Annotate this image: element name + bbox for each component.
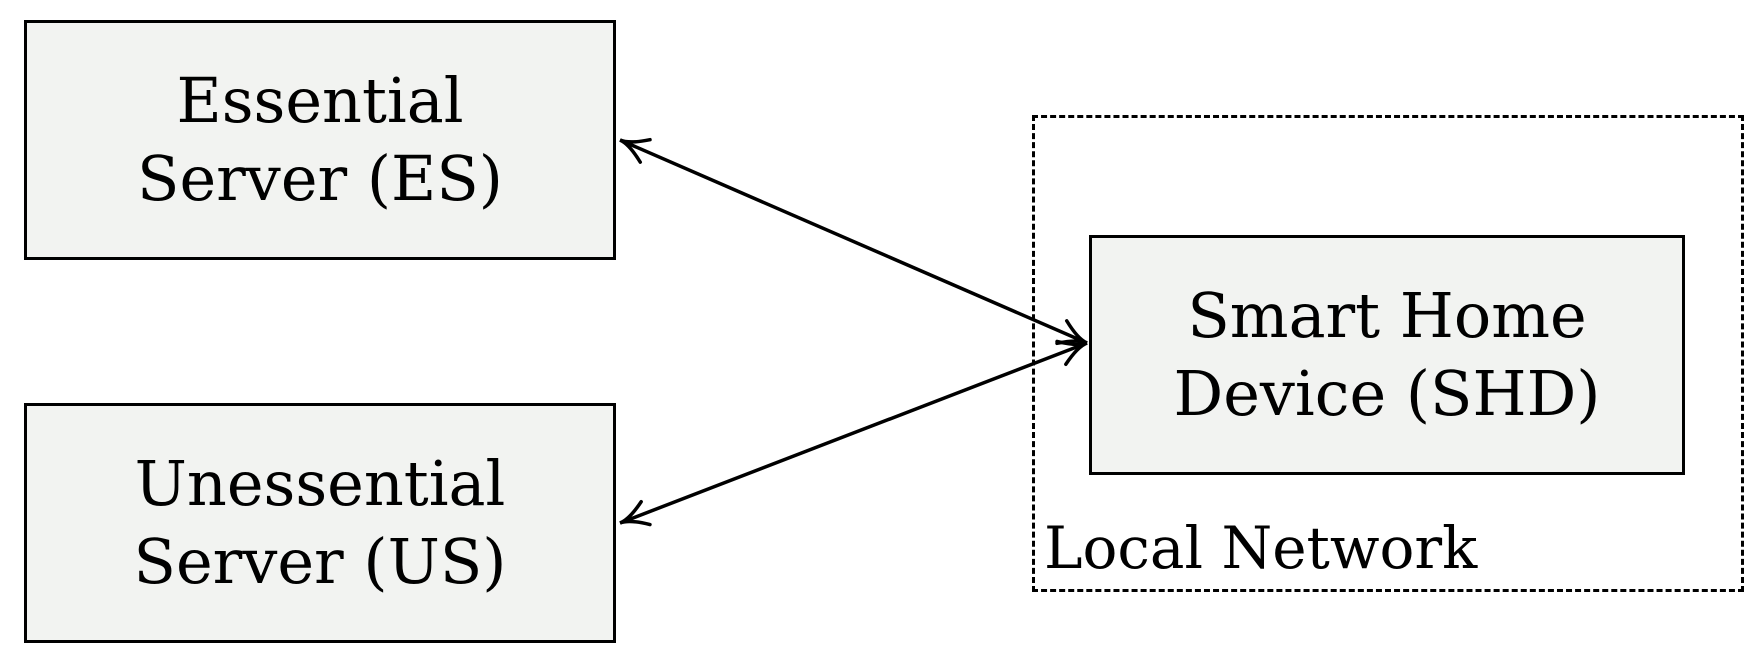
unessential-server-label-line1: Unessential: [134, 447, 506, 520]
local-network-label: Local Network: [1044, 514, 1478, 582]
unessential-server-node: Unessential Server (US): [24, 403, 616, 643]
essential-server-label-line2: Server (ES): [137, 142, 503, 215]
edge-us-shd: [619, 341, 1088, 525]
smart-home-device-label-line1: Smart Home: [1187, 279, 1587, 352]
smart-home-device-label-line2: Device (SHD): [1173, 357, 1601, 430]
arrowhead-es-from-shd: [619, 137, 652, 164]
essential-server-node: Essential Server (ES): [24, 20, 616, 260]
edge-es-shd: [619, 138, 1088, 345]
unessential-server-label-line2: Server (US): [133, 525, 507, 598]
arrowhead-us-from-shd: [619, 499, 652, 527]
arrowhead-shd-from-us: [1055, 339, 1088, 367]
smart-home-device-node: Smart Home Device (SHD): [1089, 235, 1685, 475]
local-network-boundary: [1032, 115, 1744, 592]
essential-server-label-line1: Essential: [176, 64, 464, 137]
